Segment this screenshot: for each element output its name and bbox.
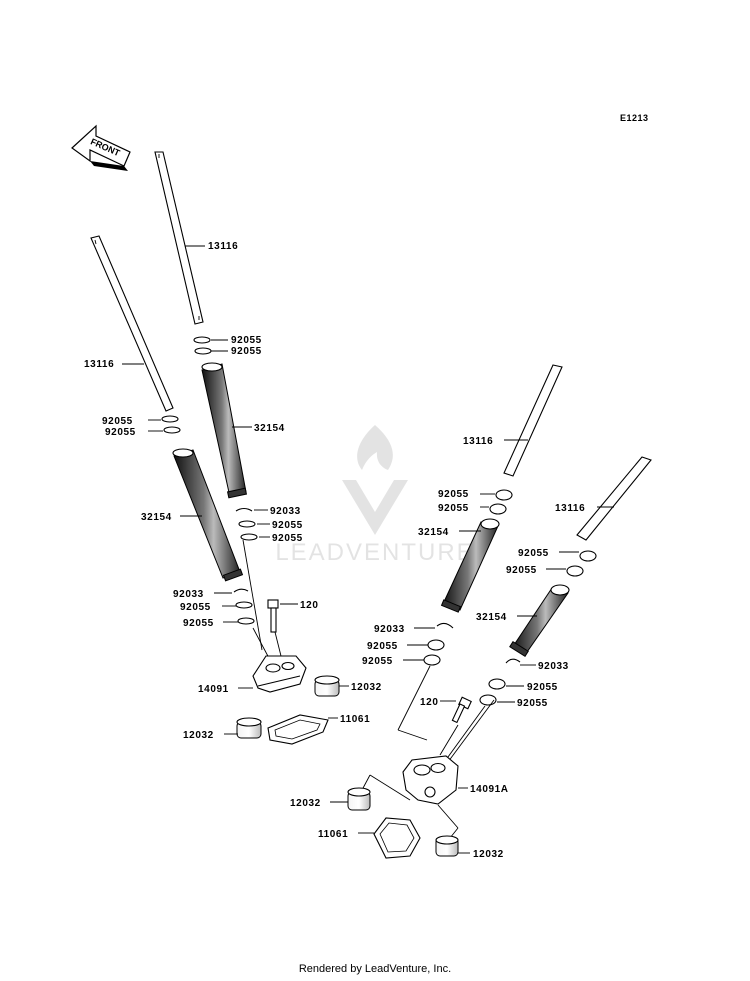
gasket (267, 714, 329, 745)
label-120[interactable]: 120 (300, 600, 319, 611)
clip (436, 622, 454, 629)
label-12032[interactable]: 12032 (183, 730, 214, 741)
o-ring (235, 601, 253, 609)
label-92055[interactable]: 92055 (183, 618, 214, 629)
bolt (451, 696, 472, 724)
o-ring (163, 426, 181, 434)
push-rod-tube (201, 362, 248, 499)
label-32154[interactable]: 32154 (418, 527, 449, 538)
label-120[interactable]: 120 (420, 697, 439, 708)
label-92055[interactable]: 92055 (105, 427, 136, 438)
label-12032[interactable]: 12032 (473, 849, 504, 860)
label-92033[interactable]: 92033 (538, 661, 569, 672)
bushing (236, 717, 262, 739)
label-92033[interactable]: 92033 (173, 589, 204, 600)
label-32154[interactable]: 32154 (141, 512, 172, 523)
label-14091A[interactable]: 14091A (470, 784, 509, 795)
label-13116[interactable]: 13116 (463, 436, 493, 447)
label-92055[interactable]: 92055 (517, 698, 548, 709)
label-92055[interactable]: 92055 (438, 503, 469, 514)
o-ring (238, 520, 256, 528)
label-92055[interactable]: 92055 (518, 548, 549, 559)
bushing (435, 835, 459, 857)
clip (505, 658, 521, 664)
push-rod-tube (440, 518, 500, 613)
label-11061[interactable]: 11061 (340, 714, 370, 725)
o-ring (579, 550, 597, 562)
push-rod (576, 456, 652, 541)
label-14091[interactable]: 14091 (198, 684, 229, 695)
o-ring (237, 617, 255, 625)
push-rod-tube (509, 584, 570, 658)
o-ring (194, 347, 212, 355)
label-11061[interactable]: 11061 (318, 829, 348, 840)
label-92055[interactable]: 92055 (272, 520, 303, 531)
push-rod (90, 235, 174, 412)
o-ring (495, 489, 513, 501)
label-32154[interactable]: 32154 (254, 423, 285, 434)
label-32154[interactable]: 32154 (476, 612, 507, 623)
label-92055[interactable]: 92055 (102, 416, 133, 427)
label-92055[interactable]: 92055 (367, 641, 398, 652)
o-ring (161, 415, 179, 423)
label-92055[interactable]: 92055 (272, 533, 303, 544)
bushing (314, 675, 340, 697)
push-rod (503, 364, 563, 477)
o-ring (566, 565, 584, 577)
push-rod (154, 151, 204, 325)
front-arrow-icon: FRONT (71, 124, 131, 171)
tube-holder (252, 655, 307, 693)
tube-holder (402, 755, 459, 805)
label-92033[interactable]: 92033 (374, 624, 405, 635)
label-92055[interactable]: 92055 (180, 602, 211, 613)
label-92055[interactable]: 92055 (527, 682, 558, 693)
o-ring (488, 678, 506, 690)
o-ring (427, 639, 445, 651)
bolt (267, 599, 279, 633)
label-92055[interactable]: 92055 (231, 335, 262, 346)
label-92055[interactable]: 92055 (506, 565, 537, 576)
watermark-logo: LEADVENTURE (275, 425, 474, 566)
gasket (373, 817, 421, 859)
label-92055[interactable]: 92055 (362, 656, 393, 667)
o-ring (193, 336, 211, 344)
bushing (347, 787, 371, 811)
clip (235, 507, 253, 512)
label-92033[interactable]: 92033 (270, 506, 301, 517)
part-labels: 13116 92055 92055 13116 92055 92055 3215… (84, 241, 585, 860)
label-13116[interactable]: 13116 (555, 503, 585, 514)
clip (233, 588, 249, 593)
label-12032[interactable]: 12032 (290, 798, 321, 809)
label-13116[interactable]: 13116 (84, 359, 114, 370)
o-ring (489, 503, 507, 515)
diagram-code: E1213 (620, 113, 649, 123)
push-rod-tube (172, 448, 244, 582)
o-ring (240, 533, 258, 541)
label-12032[interactable]: 12032 (351, 682, 382, 693)
label-13116[interactable]: 13116 (208, 241, 238, 252)
watermark-text: LEADVENTURE (275, 539, 474, 566)
o-ring (423, 654, 441, 666)
label-92055[interactable]: 92055 (231, 346, 262, 357)
footer-credit: Rendered by LeadVenture, Inc. (298, 963, 452, 975)
label-92055[interactable]: 92055 (438, 489, 469, 500)
